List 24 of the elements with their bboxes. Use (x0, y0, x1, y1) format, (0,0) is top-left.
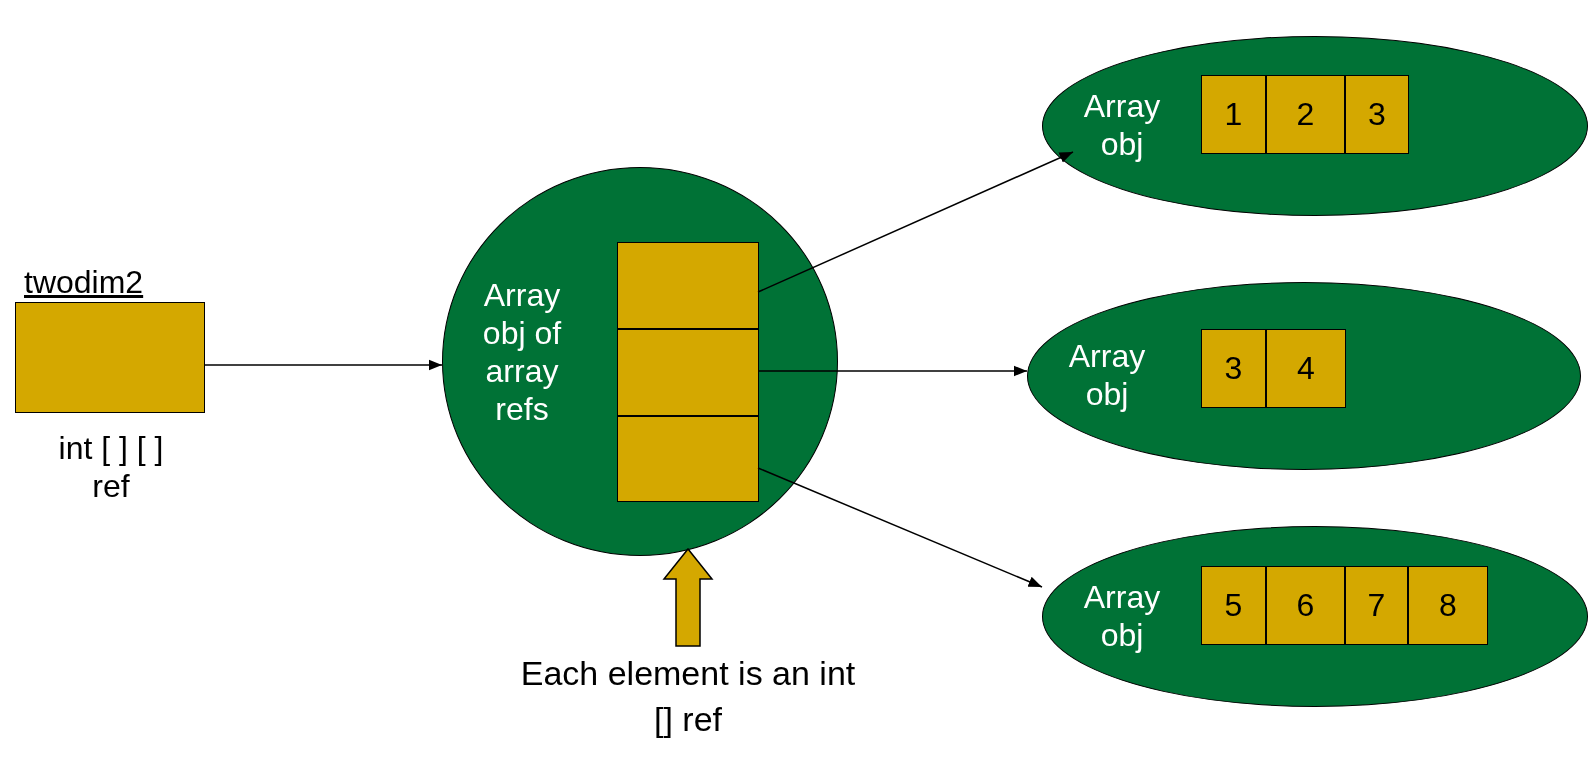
arrow (757, 151, 1074, 293)
object-label: Array obj (1067, 337, 1147, 413)
reference-slot (617, 329, 759, 416)
array-element: 3 (1345, 75, 1409, 154)
array-element: 1 (1201, 75, 1266, 154)
array-element: 5 (1201, 566, 1266, 645)
variable-name: twodim2 (24, 263, 144, 301)
reference-slot (617, 242, 759, 329)
note-text: Each element is an int [] ref (480, 650, 896, 767)
arrow (757, 467, 1043, 588)
array-element: 2 (1266, 75, 1345, 154)
array-element: 6 (1266, 566, 1345, 645)
block-arrow (662, 547, 714, 647)
array-element: 7 (1345, 566, 1408, 645)
object-label: Array obj (1082, 87, 1162, 163)
array-element: 8 (1408, 566, 1488, 645)
arrow (204, 359, 443, 371)
object-label: Array obj (1082, 578, 1162, 654)
array-element: 4 (1266, 329, 1346, 408)
object-label: Array obj of array refs (481, 276, 563, 428)
reference-slot (617, 416, 759, 502)
type-caption: int [ ] [ ] ref (57, 429, 165, 505)
arrow (757, 365, 1028, 377)
array-element: 3 (1201, 329, 1266, 408)
